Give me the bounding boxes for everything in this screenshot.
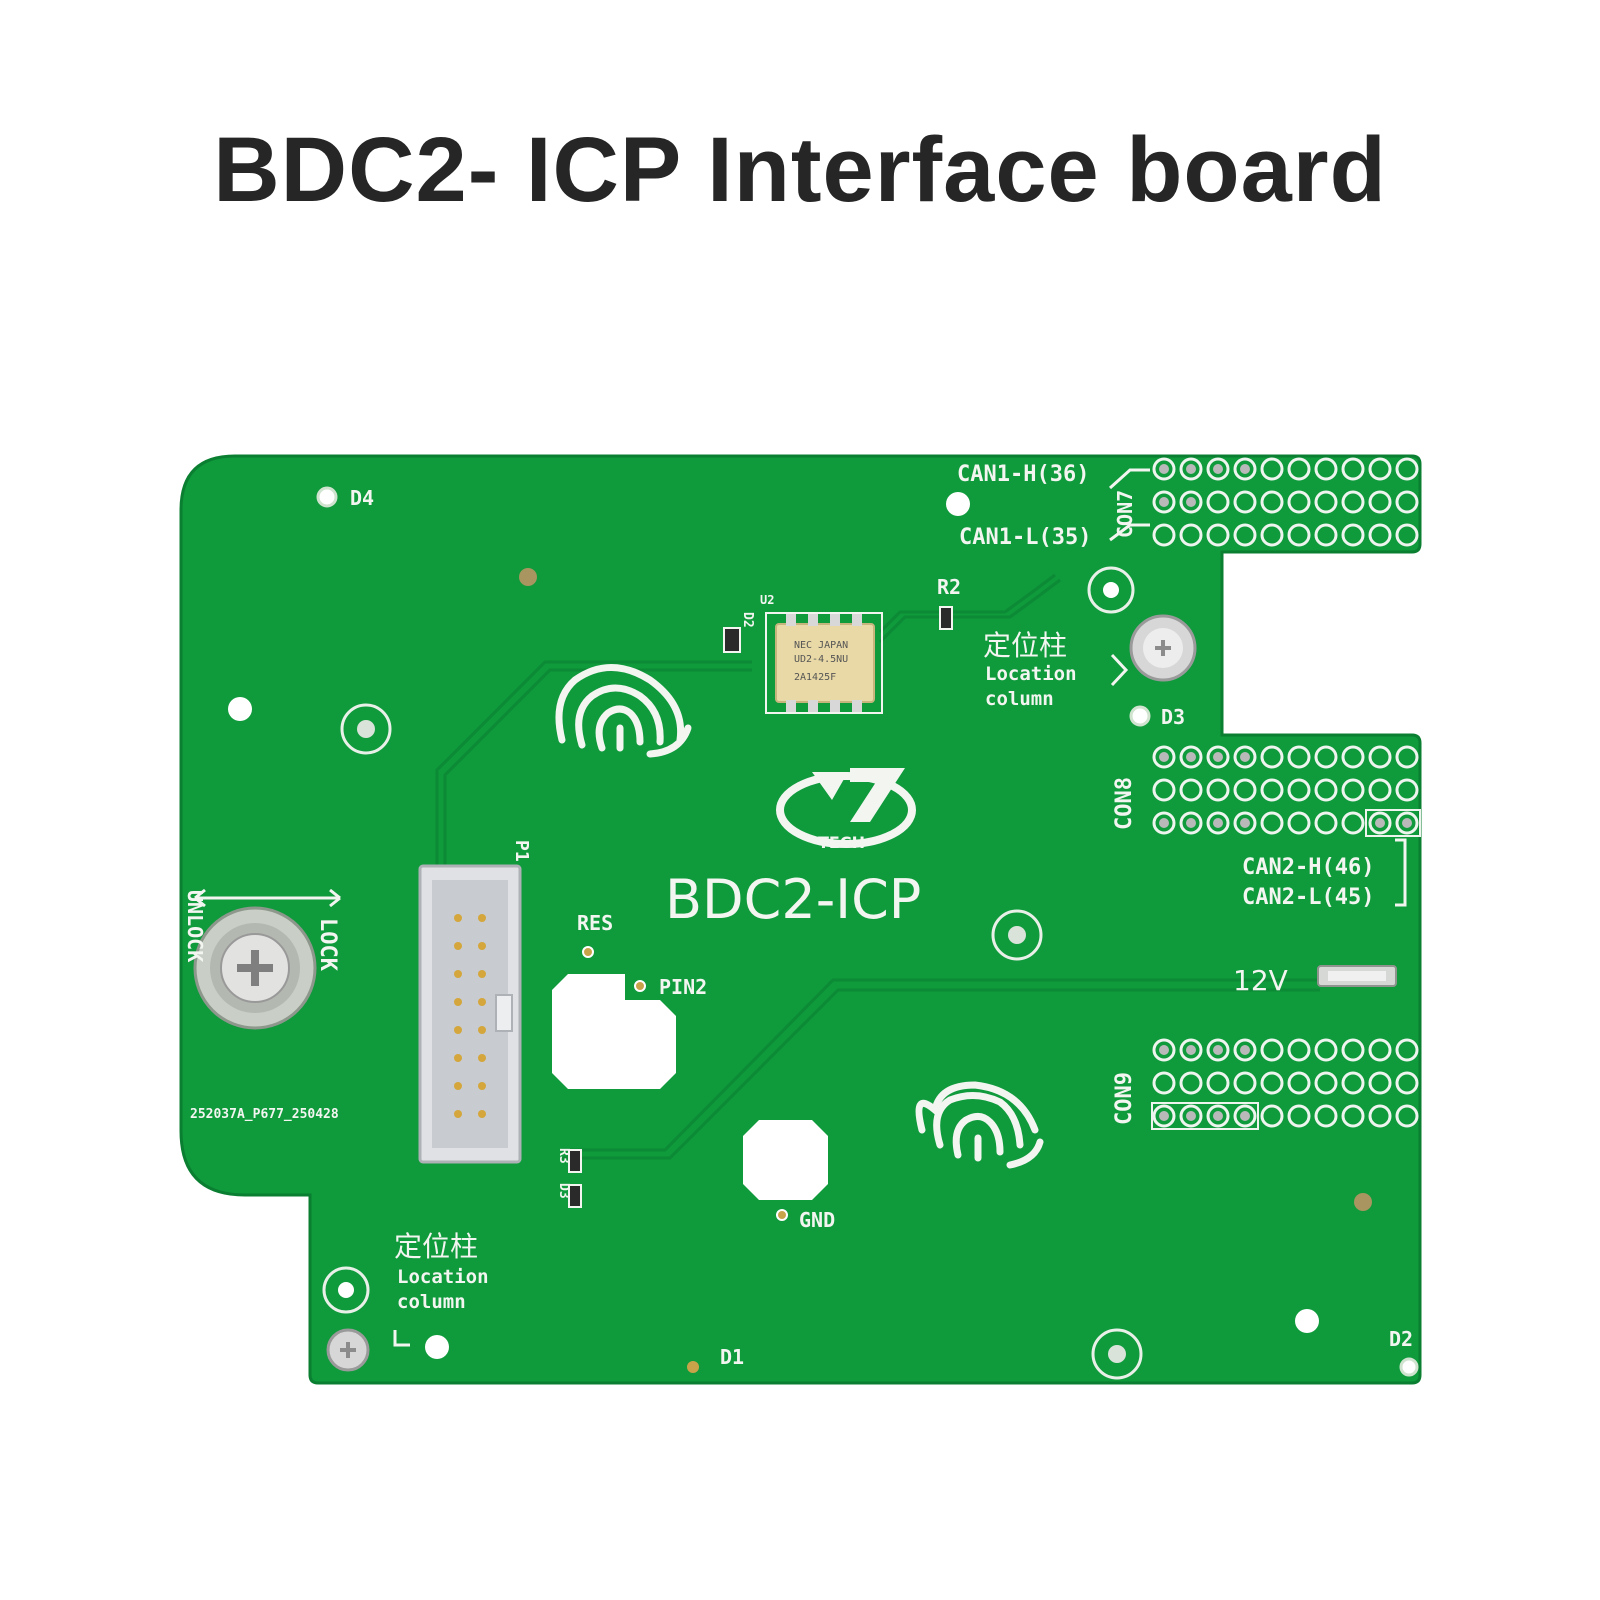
label-can2-l: CAN2-L(45): [1242, 885, 1374, 910]
label-d2-small: D2: [740, 612, 755, 628]
label-d3-small: D3: [556, 1183, 571, 1199]
label-con8: CON8: [1112, 777, 1137, 830]
label-d4: D4: [350, 486, 374, 510]
mounting-holes: [228, 486, 1419, 1380]
label-location-right-2: column: [985, 688, 1054, 710]
label-u2: U2: [760, 593, 774, 607]
label-d3: D3: [1161, 705, 1185, 729]
con8-header: [1152, 745, 1419, 835]
label-lock: LOCK: [315, 918, 340, 972]
relay-text-1: NEC JAPAN: [794, 640, 848, 651]
location-column-screw: [326, 614, 1197, 1372]
label-unlock: UNLOCK: [183, 890, 207, 962]
label-can1-l: CAN1-L(35): [959, 525, 1091, 550]
label-gnd: GND: [799, 1208, 835, 1232]
test-pad-pin2: [552, 974, 676, 1089]
p1-box-header: [418, 864, 522, 1164]
fingerprint-icon: [915, 1081, 1044, 1169]
con9-header: [1152, 1038, 1419, 1128]
fuse-12v: [1317, 965, 1397, 987]
test-pad-gnd: [743, 1120, 828, 1200]
con7-header: [1152, 457, 1419, 547]
relay-text-3: 2A1425F: [794, 672, 836, 683]
board-name: BDC2-ICP: [665, 868, 921, 931]
label-serial: 252037A_P677_250428: [190, 1107, 339, 1122]
relay-u2: NEC JAPAN UD2-4.5NU 2A1425F: [765, 612, 883, 714]
label-can2-h: CAN2-H(46): [1242, 855, 1374, 880]
smd-parts: [568, 606, 953, 1208]
label-location-left-1: Location: [397, 1266, 489, 1288]
label-r3: R3: [556, 1148, 571, 1164]
yh-tech-logo: [776, 768, 916, 848]
brand-text: TECH: [818, 833, 865, 852]
label-pin2: PIN2: [659, 975, 707, 999]
page-heading: BDC2- ICP Interface board: [213, 119, 1387, 221]
label-d1: D1: [720, 1345, 744, 1369]
label-location-left-2: column: [397, 1291, 466, 1313]
label-12v: 12V: [1233, 964, 1288, 997]
label-can1-h: CAN1-H(36): [957, 462, 1089, 487]
label-d2: D2: [1389, 1327, 1413, 1351]
label-p1: P1: [511, 840, 532, 862]
label-r2: R2: [937, 575, 961, 599]
label-location-cn-left: 定位柱: [394, 1230, 478, 1263]
fingerprint-icon: [555, 664, 692, 758]
label-con9: CON9: [1112, 1072, 1137, 1125]
label-res: RES: [577, 911, 613, 935]
label-location-cn-right: 定位柱: [983, 629, 1067, 662]
lock-knob: [193, 888, 341, 1030]
label-con7: CON7: [1113, 490, 1137, 538]
relay-text-2: UD2-4.5NU: [794, 654, 848, 665]
label-location-right-1: Location: [985, 663, 1077, 685]
